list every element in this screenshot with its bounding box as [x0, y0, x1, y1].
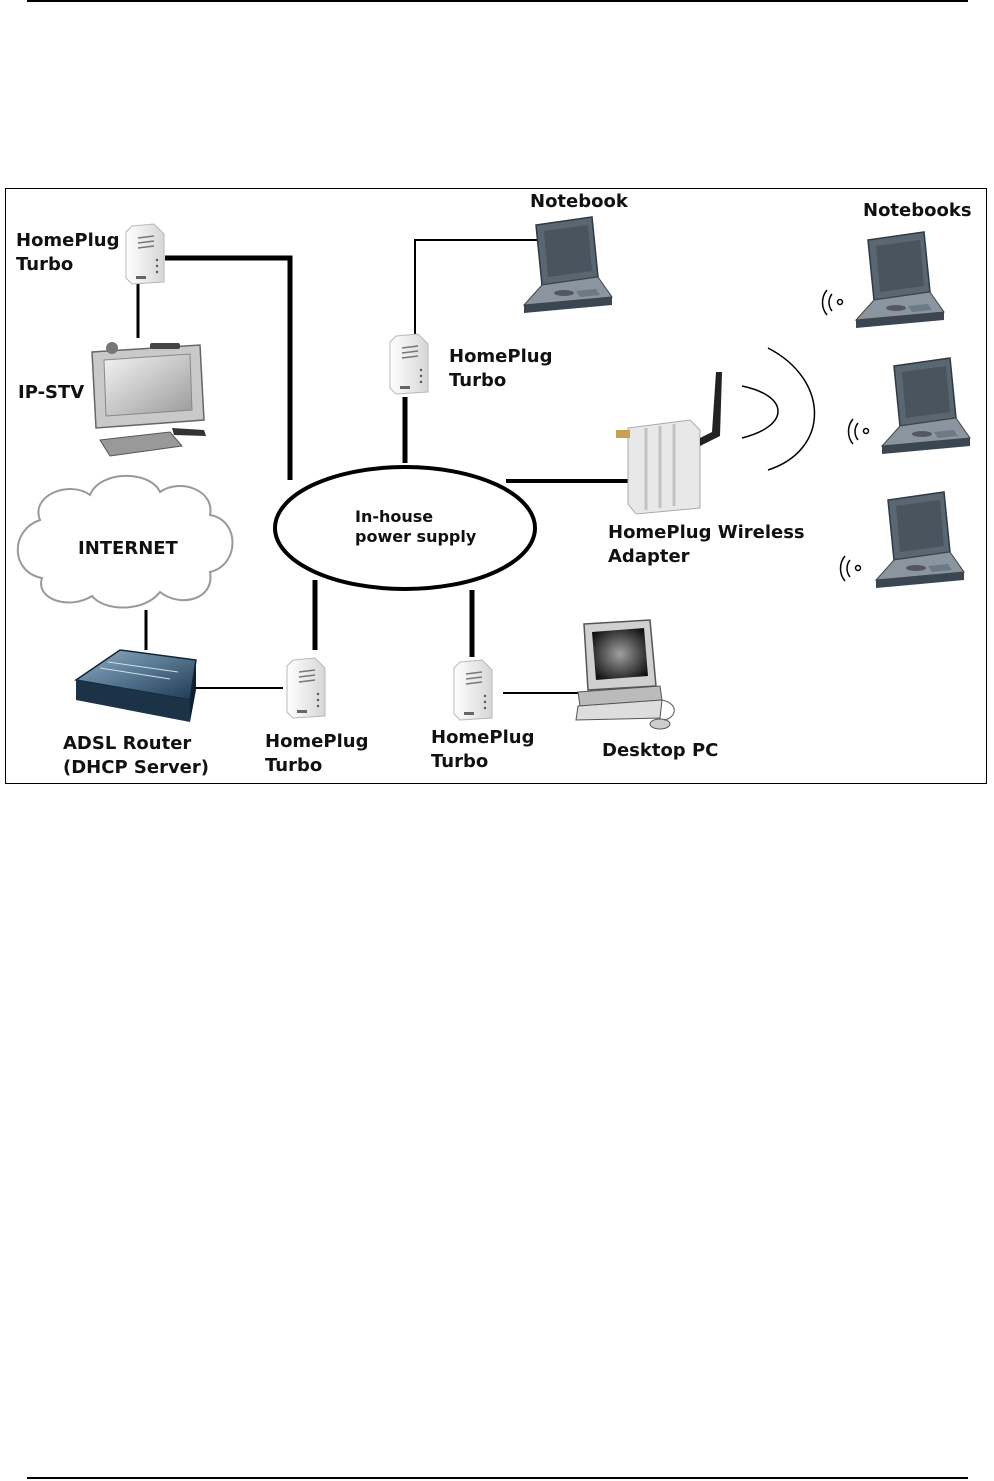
- homeplug-bc-label-2: Turbo: [431, 751, 488, 772]
- notebooks-label: Notebooks: [863, 200, 972, 221]
- adsl-label-1: ADSL Router: [63, 733, 191, 754]
- power-supply-label-1: In-house: [355, 507, 433, 526]
- power-supply-node: In-house power supply: [275, 467, 535, 589]
- homeplug-bottom-left: HomePlug Turbo: [265, 658, 368, 776]
- homeplug-bl-label-1: HomePlug: [265, 731, 368, 752]
- wifi-icon: [849, 419, 869, 444]
- wireless-adapter-icon: [616, 372, 722, 514]
- desktop-pc-icon: [576, 620, 674, 729]
- link-homeplug-tc-to-notebook: [415, 240, 540, 336]
- homeplug-bottom-center: HomePlug Turbo: [431, 660, 534, 772]
- wireless-notebook-3: [841, 492, 965, 588]
- ipstv-label: IP-STV: [18, 382, 84, 403]
- adsl-label-2: (DHCP Server): [63, 757, 209, 778]
- ipstv-icon: [92, 342, 206, 456]
- homeplug-adapter-icon: [126, 224, 164, 284]
- wifi-icon: [823, 290, 843, 315]
- internet-cloud: INTERNET: [18, 476, 233, 608]
- wireless-label-1: HomePlug Wireless: [608, 522, 805, 543]
- adsl-router: ADSL Router (DHCP Server): [63, 650, 209, 778]
- homeplug-adapter-icon: [454, 660, 492, 720]
- notebook-label: Notebook: [530, 191, 629, 212]
- router-icon: [76, 650, 196, 722]
- homeplug-bc-label-1: HomePlug: [431, 727, 534, 748]
- homeplug-adapter-icon: [390, 334, 428, 394]
- homeplug-adapter-icon: [287, 658, 325, 718]
- homeplug-top-center: HomePlug Turbo: [390, 334, 552, 394]
- internet-label: INTERNET: [78, 538, 179, 559]
- wireless-label-2: Adapter: [608, 546, 690, 567]
- footer-rule: [27, 1477, 968, 1479]
- notebooks-group: Notebooks: [823, 200, 972, 588]
- wireless-notebook-2: [849, 358, 971, 454]
- homeplug-tl-label-2: Turbo: [16, 254, 73, 275]
- homeplug-tc-label-1: HomePlug: [449, 346, 552, 367]
- ipstv-device: IP-STV: [18, 342, 206, 456]
- homeplug-tc-label-2: Turbo: [449, 370, 506, 391]
- power-supply-label-2: power supply: [355, 527, 477, 546]
- wireless-notebook-1: [823, 232, 945, 328]
- laptop-icon: [524, 217, 612, 313]
- homeplug-tl-label-1: HomePlug: [16, 230, 119, 251]
- wireless-signal-icon: [742, 348, 815, 470]
- wifi-icon: [841, 556, 861, 581]
- laptop-icon: [876, 492, 964, 588]
- desktop-label: Desktop PC: [602, 740, 718, 761]
- homeplug-bl-label-2: Turbo: [265, 755, 322, 776]
- homeplug-top-left: HomePlug Turbo: [16, 224, 164, 284]
- notebook-device: Notebook: [524, 191, 629, 313]
- laptop-icon: [856, 232, 944, 328]
- wireless-adapter: HomePlug Wireless Adapter: [608, 348, 815, 567]
- desktop-pc: Desktop PC: [576, 620, 718, 761]
- laptop-icon: [882, 358, 970, 454]
